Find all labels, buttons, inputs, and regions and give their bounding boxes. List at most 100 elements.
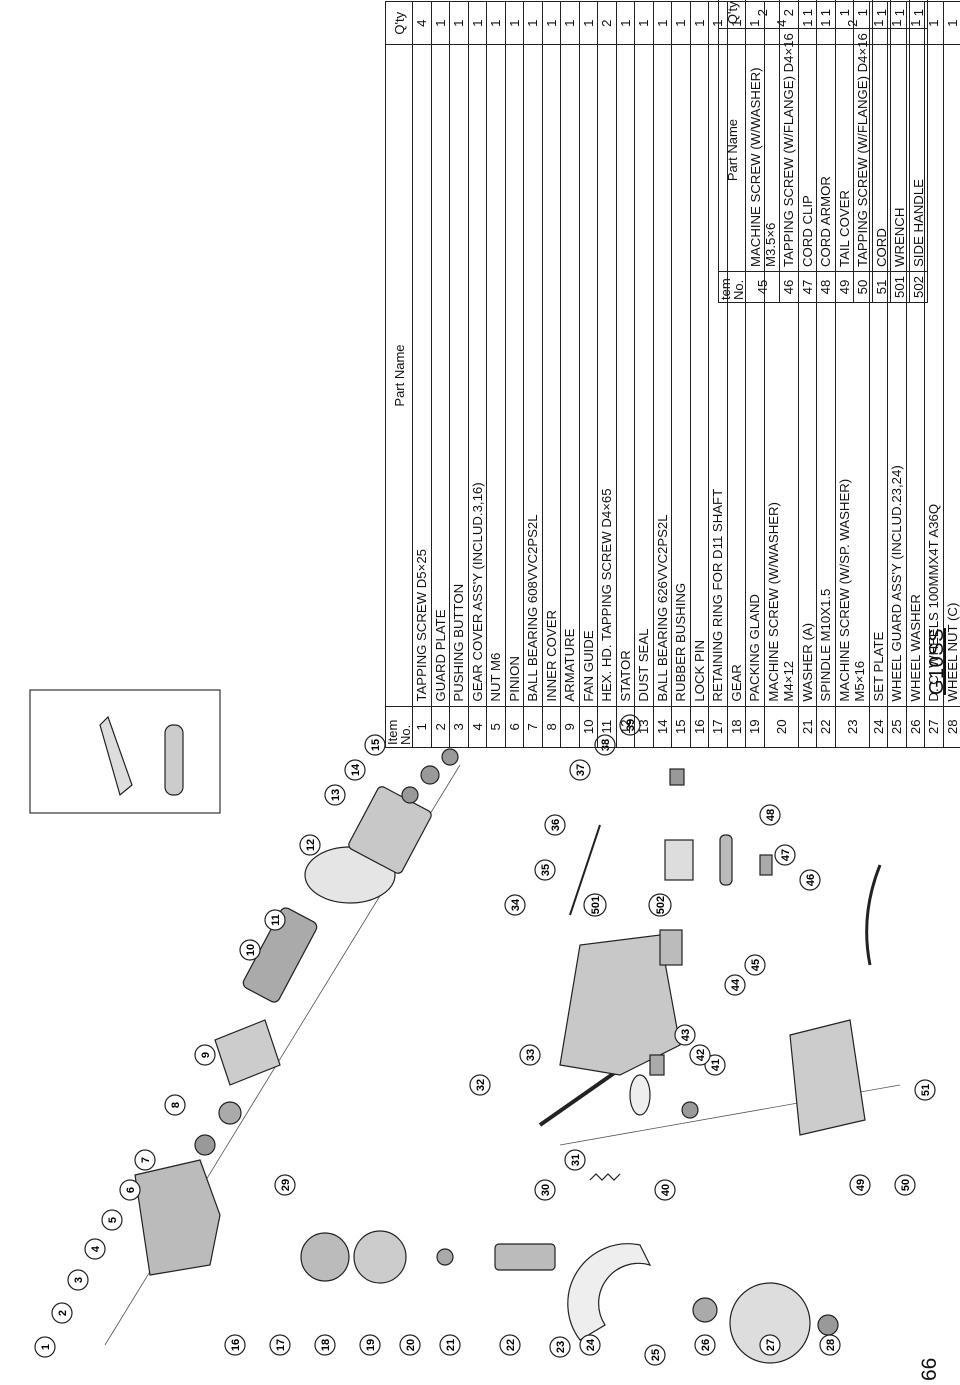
callout-circle [51,1302,73,1324]
item-no: 8 [542,706,561,748]
side-handle-part [164,724,184,796]
item-no: 502 [909,271,928,303]
callout-circle [134,1149,156,1171]
part-name: PINION [505,44,524,707]
callout-label: 7 [140,1157,152,1163]
wheel-nut-part [817,1314,839,1336]
part-name-line: CORD [873,228,889,267]
part-name-line: TAPPING SCREW D5×25 [414,549,430,702]
callout-circle [644,1344,666,1366]
callout-circle [914,1079,936,1101]
callout-label: 12 [305,839,317,851]
callout-label: 36 [550,819,562,831]
wheel-guard-part [567,1243,652,1341]
callout-circle [654,1179,676,1201]
part-name-line: BALL BEARING 626VVC2PS2L [654,514,670,702]
item-no: 46 [779,271,798,303]
part-name: MACHINE SCREW (W/WASHER)M3.5×6 [745,28,780,272]
quantity: 1 [943,1,960,45]
header-qty: Q'ty [385,1,413,45]
part-name-line: DUST SEAL [636,628,652,702]
quantity: 1 [449,1,468,45]
callout-label: 50 [900,1179,912,1191]
callout-label: 501 [590,896,602,914]
callout-circle [724,974,746,996]
callout-circle [469,1074,491,1096]
part-name-line: LOCK PIN [691,640,707,702]
callout-circle [499,1334,521,1356]
part-name-line: SIDE HANDLE [910,179,926,267]
quantity: 2 [745,0,780,29]
callout-label: 24 [585,1338,597,1351]
callout-circle [519,1044,541,1066]
part-name-line: ARMATURE [562,628,578,702]
callout-label: 28 [825,1339,837,1351]
callout-label: 37 [575,764,587,776]
part-name: CORD [872,28,891,272]
spindle-part [494,1243,556,1271]
quantity: 1 [890,0,909,29]
quantity: 1 [798,0,817,29]
callout-label: 16 [230,1339,242,1351]
callout-circle [239,939,261,961]
callout-circle [799,869,821,891]
callout-circle [569,759,591,781]
callout-circle [759,804,781,826]
callout-circle [648,893,672,917]
callout-circle [119,1179,141,1201]
part-name-line: TAPPING SCREW (W/FLANGE) D4×16 [781,33,797,267]
callout-circle [194,1044,216,1066]
cord-clip-part [759,854,773,876]
part-name-line: TAPPING SCREW (W/FLANGE) D4×16 [855,33,871,267]
header-part-name: Part Name [718,28,746,272]
part-name-line-2: M3.5×6 [762,222,778,267]
part-name: HEX. HD. TAPPING SCREW D4×65 [597,44,616,707]
item-no: 18 [727,706,746,748]
callout-circle [164,1094,186,1116]
callout-label: 29 [280,1179,292,1191]
item-no: 22 [816,706,835,748]
callout-circle [504,894,526,916]
item-no: 14 [653,706,672,748]
callout-circle [269,1334,291,1356]
header-qty: Q'ty [718,0,746,29]
part-name: LOCK PIN [690,44,709,707]
quantity: 1 [690,1,709,45]
callout-label: 31 [570,1154,582,1166]
callout-label: 32 [475,1079,487,1091]
cord-part [865,864,882,966]
part-name-line: NUT M6 [488,652,504,702]
item-no: 4 [468,706,487,748]
quantity: 1 [634,1,653,45]
callout-label: 13 [330,789,342,801]
item-no: 49 [835,271,854,303]
callout-circle [759,1334,781,1356]
tail-cover-part [789,1019,866,1136]
callout-circle [314,1334,336,1356]
callout-label: 42 [695,1049,707,1061]
part-name-line: HEX. HD. TAPPING SCREW D4×65 [599,488,615,702]
callout-label: 14 [350,763,362,776]
part-name: TAIL COVER [835,28,854,272]
callout-label: 45 [750,959,762,971]
callout-label: 38 [600,739,612,751]
callout-label: 20 [405,1339,417,1351]
callout-label: 1 [40,1344,52,1350]
callout-circle [544,814,566,836]
quantity: 1 [909,0,928,29]
inner-cover-part [214,1019,281,1086]
armature-part [242,907,318,1003]
callout-circle [674,1024,696,1046]
item-no: 21 [798,706,817,748]
callout-circle [224,1334,246,1356]
